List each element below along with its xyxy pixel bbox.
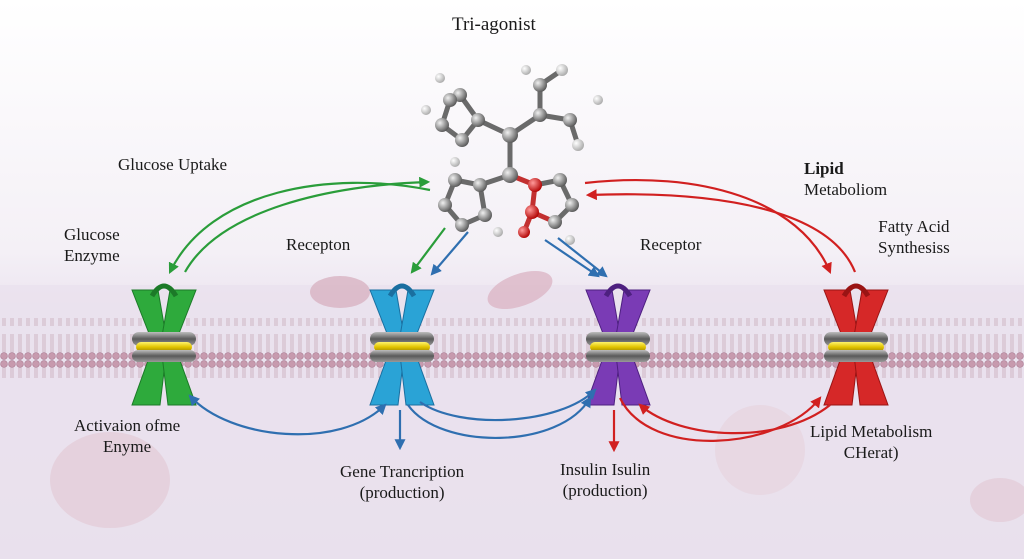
fatty-acid-line-1: Fatty Acid bbox=[878, 217, 950, 236]
recepton-label: Recepton bbox=[286, 235, 351, 254]
lipid-metabolism-top-line-2: Metaboliom bbox=[804, 180, 888, 199]
glucose-enzyme-line-2: Enzyme bbox=[64, 246, 120, 265]
gene-transcription-line-1: Gene Trancription bbox=[340, 462, 465, 481]
vesicle-1 bbox=[310, 276, 370, 308]
lipid-metabolism-bottom-line-2: CHerat) bbox=[843, 443, 899, 462]
title-label: Tri-agonist bbox=[452, 14, 536, 35]
red-receptor bbox=[823, 283, 889, 406]
insulin-line-2: (production) bbox=[562, 481, 648, 500]
green-receptor bbox=[131, 283, 197, 406]
activation-label: Activaion ofme Enyme bbox=[74, 415, 180, 457]
lipid-metabolism-bottom-line-1: Lipid Metabolism bbox=[810, 422, 933, 441]
activation-line-1: Activaion ofme bbox=[74, 416, 181, 435]
fatty-acid-line-2: Synthesiss bbox=[878, 238, 950, 257]
red-arrows bbox=[584, 178, 857, 453]
molecule-atoms bbox=[421, 64, 603, 245]
blue-arrows bbox=[188, 231, 608, 451]
fatty-acid-label: Fatty Acid Synthesiss bbox=[878, 216, 950, 258]
blue-receptor bbox=[369, 283, 435, 406]
activation-line-2: Enyme bbox=[103, 437, 152, 456]
lipid-metabolism-top-label: Lipid Metaboliom bbox=[804, 158, 887, 200]
lipid-metabolism-bottom-label: Lipid Metabolism CHerat) bbox=[810, 421, 932, 463]
receptor-label: Receptor bbox=[640, 235, 702, 254]
glucose-enzyme-line-1: Glucose bbox=[64, 225, 120, 244]
green-arrows bbox=[168, 176, 446, 274]
glucose-uptake-label: Glucose Uptake bbox=[118, 155, 228, 174]
insulin-label: Insulin Isulin (production) bbox=[560, 459, 650, 501]
gene-transcription-line-2: (production) bbox=[359, 483, 445, 502]
purple-receptor bbox=[585, 283, 651, 406]
vesicle-2 bbox=[487, 270, 553, 310]
gene-transcription-label: Gene Trancription (production) bbox=[340, 461, 464, 503]
lipid-metabolism-top-line-1: Lipid bbox=[804, 159, 844, 178]
vesicle-3 bbox=[970, 478, 1024, 522]
mitochondrion-left bbox=[50, 432, 170, 528]
glucose-enzyme-label: Glucose Enzyme bbox=[64, 224, 120, 266]
mitochondrion-right bbox=[715, 405, 805, 495]
insulin-line-1: Insulin Isulin bbox=[560, 460, 651, 479]
